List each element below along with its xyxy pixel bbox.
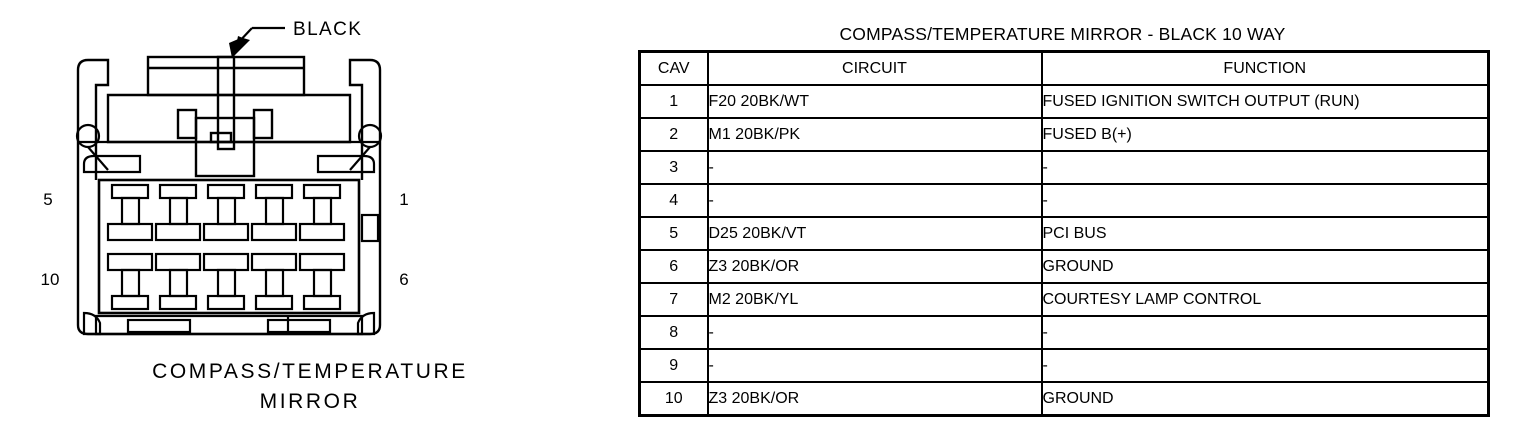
cavity-terminal <box>154 183 202 242</box>
connector-caption-line-1: COMPASS/TEMPERATURE <box>152 360 468 383</box>
cell-function: FUSED IGNITION SWITCH OUTPUT (RUN) <box>1040 84 1490 119</box>
cell-cav: 7 <box>638 282 709 317</box>
cavity-terminal <box>202 183 250 242</box>
connector-keying-rib <box>360 213 380 243</box>
cell-circuit: F20 20BK/WT <box>706 84 1043 119</box>
connector-center-latch <box>176 108 274 178</box>
cavity-terminal <box>250 252 298 311</box>
cell-function: - <box>1040 348 1490 383</box>
pin-label-bottom-right: 6 <box>399 270 408 289</box>
black-callout-label: BLACK <box>293 19 362 40</box>
connector-drawing: 5 1 10 6 BLACK <box>41 19 409 336</box>
column-header-function: FUNCTION <box>1040 50 1490 86</box>
connector-side-latches <box>75 123 383 174</box>
cavity-terminal <box>298 252 346 311</box>
table-row: 8-- <box>638 315 1490 350</box>
cavity-row-bottom <box>106 252 346 311</box>
cell-circuit: - <box>706 150 1043 185</box>
cavity-frame <box>97 178 361 315</box>
cavity-terminal <box>106 252 154 311</box>
connector-base-skirt <box>82 311 376 336</box>
cell-circuit: - <box>706 348 1043 383</box>
cell-cav: 9 <box>638 348 709 383</box>
cell-function: - <box>1040 150 1490 185</box>
cell-circuit: - <box>706 315 1043 350</box>
black-callout-leader <box>229 26 285 58</box>
connector-illustration-panel: 5 1 10 6 BLACK COMPASS/TEMPERATURE MIRRO… <box>0 0 620 436</box>
cell-cav: 3 <box>638 150 709 185</box>
cell-function: COURTESY LAMP CONTROL <box>1040 282 1490 317</box>
cavity-terminal <box>250 183 298 242</box>
pinout-table-title: COMPASS/TEMPERATURE MIRROR - BLACK 10 WA… <box>839 24 1286 44</box>
cell-function: GROUND <box>1040 249 1490 284</box>
cell-function: - <box>1040 315 1490 350</box>
cell-circuit: - <box>706 183 1043 218</box>
cavity-row-top <box>106 183 346 242</box>
table-row: 4-- <box>638 183 1490 218</box>
connector-caption-line-2: MIRROR <box>259 390 361 413</box>
connector-top-keyway <box>106 55 352 151</box>
cavity-terminal <box>106 183 154 242</box>
cavity-terminal <box>154 252 202 311</box>
column-header-circuit: CIRCUIT <box>706 50 1043 86</box>
table-header-row: CAV CIRCUIT FUNCTION <box>638 50 1490 86</box>
cavity-terminal <box>298 183 346 242</box>
cell-function: FUSED B(+) <box>1040 117 1490 152</box>
cell-function: PCI BUS <box>1040 216 1490 251</box>
cell-function: - <box>1040 183 1490 218</box>
cell-circuit: Z3 20BK/OR <box>706 381 1043 417</box>
cell-circuit: D25 20BK/VT <box>706 216 1043 251</box>
cell-circuit: Z3 20BK/OR <box>706 249 1043 284</box>
pin-label-top-right: 1 <box>399 190 408 209</box>
pin-label-top-left: 5 <box>43 190 52 209</box>
cavity-terminal <box>202 252 250 311</box>
cell-cav: 2 <box>638 117 709 152</box>
cell-cav: 10 <box>638 381 709 417</box>
cell-cav: 8 <box>638 315 709 350</box>
cell-cav: 5 <box>638 216 709 251</box>
cell-cav: 6 <box>638 249 709 284</box>
cell-circuit: M1 20BK/PK <box>706 117 1043 152</box>
cell-function: GROUND <box>1040 381 1490 417</box>
cell-cav: 4 <box>638 183 709 218</box>
pin-label-bottom-left: 10 <box>41 270 60 289</box>
table-row: 3-- <box>638 150 1490 185</box>
column-header-cav: CAV <box>638 50 709 86</box>
cell-cav: 1 <box>638 84 709 119</box>
table-row: 9-- <box>638 348 1490 383</box>
cell-circuit: M2 20BK/YL <box>706 282 1043 317</box>
